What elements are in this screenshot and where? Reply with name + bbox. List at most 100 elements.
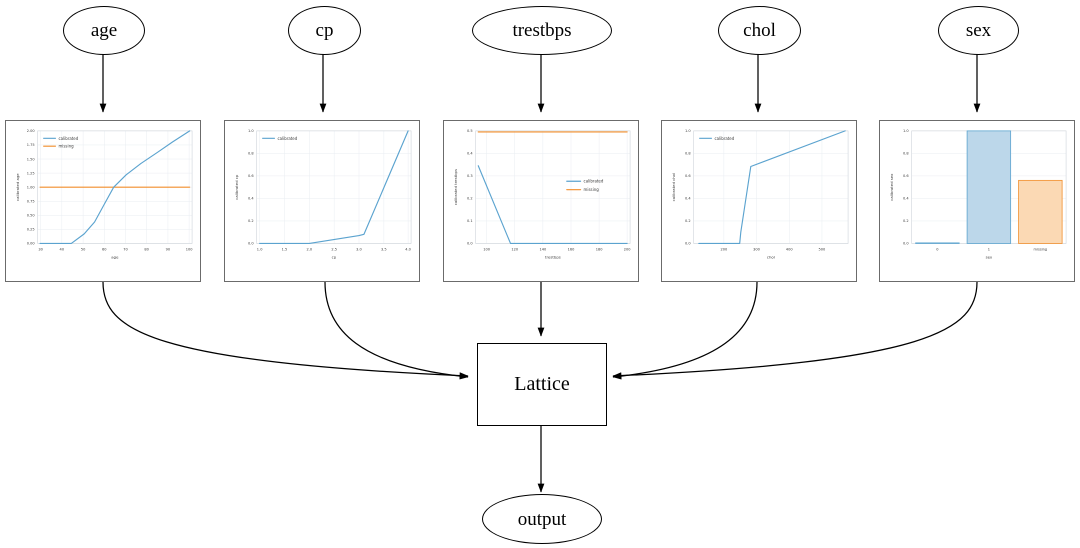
svg-text:0.8: 0.8 <box>685 152 691 156</box>
svg-text:0.5: 0.5 <box>467 129 473 133</box>
legend-label-missing: missing <box>58 144 74 149</box>
svg-text:200: 200 <box>624 247 632 251</box>
node-lattice-label: Lattice <box>514 373 570 395</box>
svg-text:200: 200 <box>720 247 728 251</box>
node-age-label: age <box>90 20 118 41</box>
node-trestbps-label: trestbps <box>512 20 572 41</box>
panel-cp-calibration: 0.0 0.2 0.4 0.6 0.8 1.0 1.0 1.5 2.0 2.5 … <box>224 120 420 282</box>
svg-text:0.4: 0.4 <box>467 152 473 156</box>
svg-text:0.0: 0.0 <box>903 242 909 246</box>
svg-text:0.2: 0.2 <box>467 197 473 201</box>
series-calibrated <box>698 130 846 245</box>
svg-text:100: 100 <box>483 247 491 251</box>
svg-text:80: 80 <box>144 247 149 251</box>
edge-age-panel-to-lattice <box>102 281 469 380</box>
sex-xlabel: sex <box>986 254 993 259</box>
age-calibration-chart: 0.00 0.25 0.50 0.75 1.00 1.25 1.50 1.75 … <box>15 129 194 259</box>
trestbps-xlabel: trestbps <box>545 254 561 259</box>
svg-text:1.5: 1.5 <box>282 247 288 251</box>
svg-text:0.2: 0.2 <box>903 219 909 223</box>
legend-label-calibrated: calibrated <box>714 136 734 141</box>
panel-chol-calibration: 0.0 0.2 0.4 0.6 0.8 1.0 200 300 400 500 … <box>661 120 857 282</box>
node-chol-label: chol <box>743 20 776 41</box>
svg-text:0.3: 0.3 <box>467 174 473 178</box>
trestbps-ylabel: calibrated trestbps <box>453 169 458 205</box>
node-cp[interactable]: cp <box>288 6 361 55</box>
sex-xtick-missing: missing <box>1034 247 1048 251</box>
svg-text:2.00: 2.00 <box>27 129 36 133</box>
svg-text:1.75: 1.75 <box>27 143 35 147</box>
series-calibrated <box>477 165 628 245</box>
svg-text:60: 60 <box>102 247 107 251</box>
svg-text:0.0: 0.0 <box>685 242 691 246</box>
series-calibrated <box>259 130 409 245</box>
sex-calibration-chart: 0.0 0.2 0.4 0.6 0.8 1.0 0 1 missing sex … <box>889 129 1067 259</box>
svg-text:2.0: 2.0 <box>306 247 312 251</box>
svg-text:1.0: 1.0 <box>248 129 254 133</box>
age-ylabel: calibrated age <box>15 173 20 201</box>
cp-ylabel: calibrated cp <box>234 174 239 200</box>
edge-sex-panel-to-lattice <box>612 281 978 380</box>
svg-text:40: 40 <box>60 247 65 251</box>
bar-sex-0 <box>915 242 960 244</box>
svg-text:0.00: 0.00 <box>27 242 36 246</box>
svg-text:400: 400 <box>786 247 794 251</box>
cp-xlabel: cp <box>332 254 337 259</box>
node-cp-label: cp <box>315 20 334 41</box>
svg-text:50: 50 <box>81 247 86 251</box>
svg-text:30: 30 <box>38 247 43 251</box>
node-trestbps[interactable]: trestbps <box>472 6 612 55</box>
svg-text:0.6: 0.6 <box>248 174 254 178</box>
panel-age-calibration: 0.00 0.25 0.50 0.75 1.00 1.25 1.50 1.75 … <box>5 120 201 282</box>
legend-label-missing: missing <box>584 187 600 192</box>
svg-text:0.0: 0.0 <box>248 242 254 246</box>
panel-trestbps-calibration: 0.0 0.1 0.2 0.3 0.4 0.5 100 120 140 160 … <box>443 120 639 282</box>
chol-ylabel: calibrated chol <box>671 173 676 201</box>
node-output-label: output <box>517 508 567 530</box>
chol-legend: calibrated <box>699 136 735 141</box>
svg-text:0.0: 0.0 <box>467 242 473 246</box>
svg-text:0.4: 0.4 <box>248 197 254 201</box>
node-lattice[interactable]: Lattice <box>477 343 607 426</box>
svg-text:4.0: 4.0 <box>405 247 411 251</box>
bar-sex-missing <box>1018 179 1063 244</box>
svg-text:0.4: 0.4 <box>685 197 691 201</box>
svg-text:1.0: 1.0 <box>903 129 909 133</box>
svg-text:100: 100 <box>186 247 194 251</box>
cp-calibration-chart: 0.0 0.2 0.4 0.6 0.8 1.0 1.0 1.5 2.0 2.5 … <box>234 129 412 259</box>
svg-text:0.2: 0.2 <box>248 219 254 223</box>
svg-text:0.6: 0.6 <box>685 174 691 178</box>
node-chol[interactable]: chol <box>718 6 801 55</box>
svg-text:120: 120 <box>511 247 519 251</box>
age-legend: calibrated missing <box>43 136 79 149</box>
svg-text:0.25: 0.25 <box>27 228 35 232</box>
cp-legend: calibrated <box>262 136 298 141</box>
bar-sex-1 <box>966 130 1012 244</box>
svg-text:70: 70 <box>123 247 128 251</box>
svg-text:160: 160 <box>568 247 576 251</box>
svg-text:500: 500 <box>819 247 827 251</box>
svg-text:0.8: 0.8 <box>248 152 254 156</box>
node-age[interactable]: age <box>63 6 145 55</box>
svg-text:0.4: 0.4 <box>903 197 909 201</box>
svg-text:3.5: 3.5 <box>381 247 387 251</box>
svg-text:0.75: 0.75 <box>27 200 35 204</box>
node-sex[interactable]: sex <box>938 6 1019 55</box>
sex-ylabel: calibrated sex <box>889 173 894 201</box>
svg-text:0.1: 0.1 <box>467 219 473 223</box>
svg-text:3.0: 3.0 <box>356 247 362 251</box>
legend-label-calibrated: calibrated <box>277 136 297 141</box>
svg-text:140: 140 <box>539 247 547 251</box>
svg-text:1.00: 1.00 <box>27 185 36 189</box>
node-output[interactable]: output <box>482 494 602 544</box>
age-xlabel: age <box>111 254 119 259</box>
svg-text:1.0: 1.0 <box>257 247 263 251</box>
chol-xlabel: chol <box>767 254 775 259</box>
svg-text:0.6: 0.6 <box>903 174 909 178</box>
edge-cp-panel-to-lattice <box>324 281 469 380</box>
series-calibrated <box>39 130 191 245</box>
svg-text:1.25: 1.25 <box>27 171 35 175</box>
panel-sex-calibration: 0.0 0.2 0.4 0.6 0.8 1.0 0 1 missing sex … <box>879 120 1075 282</box>
svg-text:1.50: 1.50 <box>27 157 36 161</box>
